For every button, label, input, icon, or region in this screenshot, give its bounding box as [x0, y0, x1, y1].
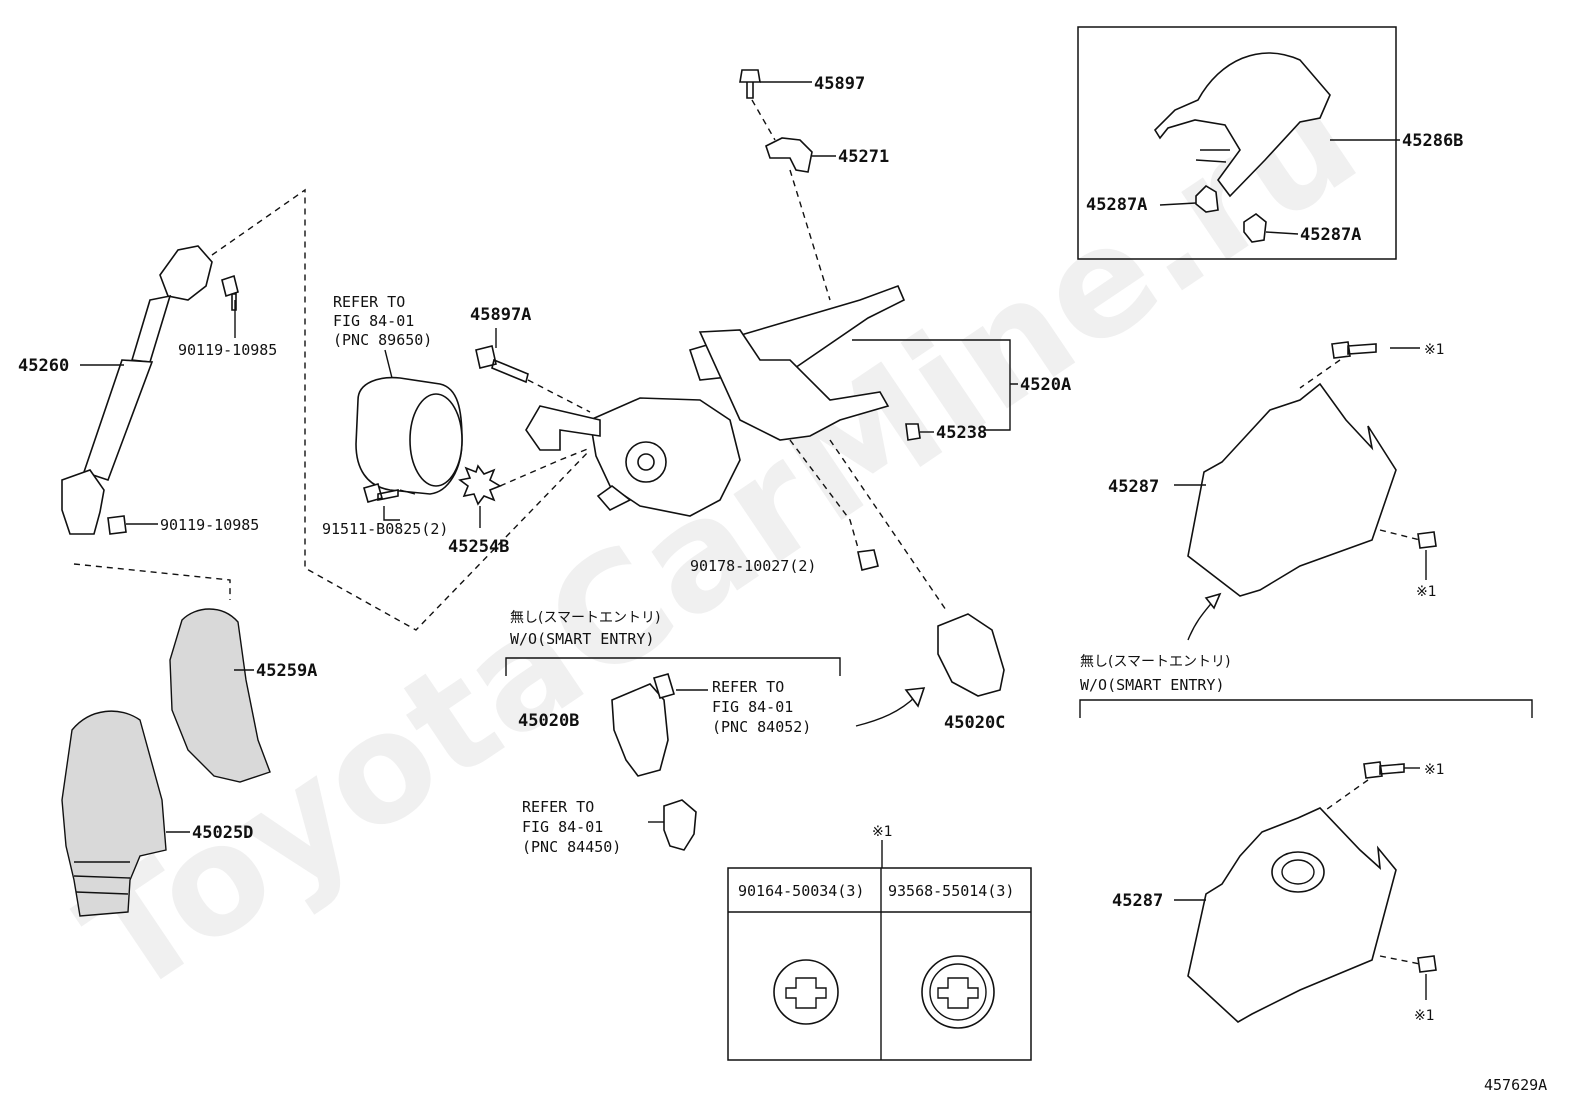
bolt-45897A-drawing — [475, 345, 529, 384]
screw-45897-drawing — [739, 69, 761, 99]
label-4520A: 4520A — [1020, 375, 1071, 395]
refer-84052-line1: REFER TO — [712, 678, 784, 696]
arrow-up-icon — [1204, 592, 1222, 610]
refer-84052-line3: (PNC 84052) — [712, 718, 811, 736]
nut-90178-drawing — [857, 549, 879, 571]
label-45260: 45260 — [18, 356, 69, 376]
upper-column-cover-drawing — [1153, 52, 1331, 198]
label-45238: 45238 — [936, 423, 987, 443]
refer-84052-line2: FIG 84-01 — [712, 698, 793, 716]
label-45897A: 45897A — [470, 305, 531, 325]
lower-column-cover-upper: ※1 45287 ※1 — [1108, 341, 1445, 600]
note-x1-b: ※1 — [1416, 584, 1437, 600]
bolt-90119-top-drawing — [221, 274, 239, 311]
intermediate-shaft-group: 45260 90119-10985 90119-10985 — [18, 188, 591, 631]
label-90119-bottom: 90119-10985 — [160, 516, 259, 534]
column-bracket-drawing — [698, 329, 890, 441]
power-steering-motor-group: REFER TO FIG 84-01 (PNC 89650) 91511-B08… — [322, 293, 591, 557]
label-45254B: 45254B — [448, 537, 509, 557]
bolt-91511-drawing — [363, 483, 399, 503]
figure-code: 457629A — [1484, 1076, 1547, 1094]
top-fasteners: 45897 45271 — [739, 69, 889, 301]
label-90119-top: 90119-10985 — [178, 341, 277, 359]
wo-smart-entry-jp-center: 無し(スマートエントリ) — [510, 610, 661, 626]
watermark: ToyotaCarMine.ru — [53, 52, 1387, 1030]
tilt-lever-drawing — [525, 405, 601, 451]
screw-93568-icon — [921, 955, 995, 1029]
arrow-to-45020C-icon — [904, 687, 926, 708]
label-45020C: 45020C — [944, 713, 1005, 733]
wo-smart-entry-en-right: W/O(SMART ENTRY) — [1080, 676, 1225, 694]
lower-cover-45287-upper-drawing — [1187, 382, 1397, 597]
label-45271: 45271 — [838, 147, 889, 167]
label-45287-lower: 45287 — [1112, 891, 1163, 911]
switch-45020C-drawing — [937, 613, 1005, 697]
label-45287-upper: 45287 — [1108, 477, 1159, 497]
ignition-switch-group: 無し(スマートエントリ) W/O(SMART ENTRY) 45020B REF… — [505, 610, 1005, 856]
refer-84450-line1: REFER TO — [522, 798, 594, 816]
label-45286B: 45286B — [1402, 131, 1463, 151]
label-91511: 91511-B0825(2) — [322, 520, 448, 538]
wo-smart-entry-jp-right: 無し(スマートエントリ) — [1080, 654, 1231, 670]
clip-45287A-left-drawing — [1195, 184, 1219, 213]
damper-45254B-drawing — [458, 464, 502, 506]
table-col1-header: 90164-50034(3) — [738, 882, 864, 900]
ignition-ring-drawing — [1271, 851, 1325, 893]
upper-column-cover-group: 45286B 45287A 45287A — [1077, 26, 1463, 260]
nut-45238-drawing — [905, 423, 921, 441]
lower-column-cover-lower: ※1 45287 ※1 — [1112, 761, 1445, 1024]
shaft-tube-drawing — [82, 359, 154, 482]
shaft-rod-drawing — [130, 294, 172, 363]
lower-cover-45287-lower-drawing — [1187, 807, 1397, 1023]
label-45287A-left: 45287A — [1086, 195, 1147, 215]
lock-cylinder-45020B-drawing — [611, 683, 669, 777]
label-45020B: 45020B — [518, 711, 579, 731]
refer-84450-line3: (PNC 84450) — [522, 838, 621, 856]
wo-smart-entry-right: 無し(スマートエントリ) W/O(SMART ENTRY) — [1079, 592, 1533, 718]
shaft-yoke-bottom-drawing — [61, 469, 105, 535]
note-x1-d: ※1 — [1414, 1008, 1435, 1024]
table-note-x1: ※1 — [872, 824, 893, 840]
label-45259A: 45259A — [256, 661, 317, 681]
screw-90164-icon — [773, 959, 839, 1025]
key-cylinder-drawing — [663, 799, 697, 851]
note-x1-c: ※1 — [1424, 762, 1445, 778]
switch-connector-drawing — [653, 673, 675, 699]
refer-89650-line3: (PNC 89650) — [333, 331, 432, 349]
wo-smart-entry-en-center: W/O(SMART ENTRY) — [510, 630, 655, 648]
screw-x1-c-drawing — [1363, 761, 1405, 779]
boot-45025D-drawing — [61, 710, 167, 917]
column-shaft-end-drawing — [596, 485, 632, 511]
label-90178: 90178-10027(2) — [690, 557, 816, 575]
refer-89650-line2: FIG 84-01 — [333, 312, 414, 330]
label-45287A-right: 45287A — [1300, 225, 1361, 245]
clip-45287A-right-drawing — [1243, 213, 1267, 243]
refer-84450-line2: FIG 84-01 — [522, 818, 603, 836]
lower-left-covers: 45259A 45025D — [61, 608, 317, 917]
screw-x1-d-drawing — [1417, 955, 1437, 973]
group-box-45286B — [1077, 26, 1397, 260]
motor-face-drawing — [409, 393, 463, 487]
label-45025D: 45025D — [192, 823, 253, 843]
screw-x1-a-drawing — [1331, 341, 1377, 359]
shaft-yoke-top-drawing — [159, 245, 213, 301]
key-interlock-45271-drawing — [765, 137, 813, 173]
refer-89650-line1: REFER TO — [333, 293, 405, 311]
label-45897: 45897 — [814, 74, 865, 94]
cover-45259A-drawing — [169, 608, 271, 783]
bolt-90119-bottom-drawing — [107, 515, 127, 535]
steering-column-group: 4520A 45238 45897A 90178-10027(2) — [470, 284, 1071, 611]
table-col2-header: 93568-55014(3) — [888, 882, 1014, 900]
screw-x1-b-drawing — [1417, 531, 1437, 549]
note-x1-a: ※1 — [1424, 342, 1445, 358]
fastener-table: ※1 90164-50034(3) 93568-55014(3) — [727, 824, 1032, 1061]
